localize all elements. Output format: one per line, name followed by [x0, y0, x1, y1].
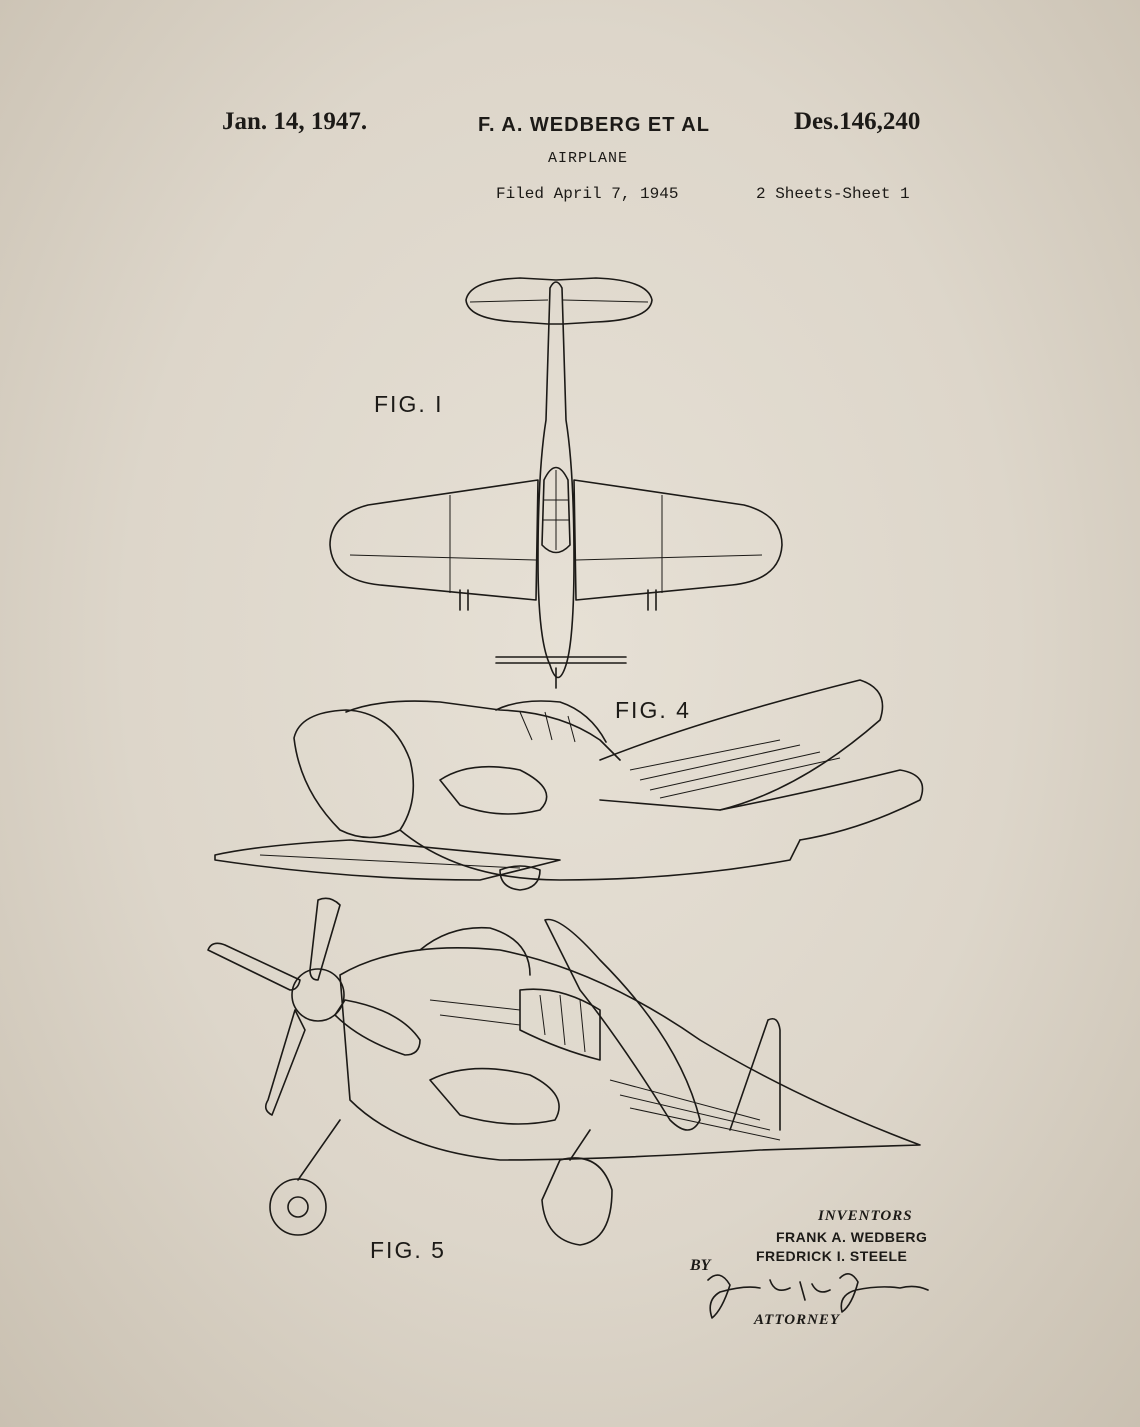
fig5-perspective-drawing	[207, 897, 921, 1246]
fig5-label: FIG. 5	[370, 1237, 446, 1263]
filed-date: Filed April 7, 1945	[496, 185, 679, 203]
fig1-top-view-drawing	[329, 277, 783, 689]
inventor-header: F. A. WEDBERG ET AL	[478, 114, 710, 136]
inventor-name-1: FRANK A. WEDBERG	[776, 1229, 928, 1245]
patent-date: Jan. 14, 1947.	[222, 108, 368, 135]
fig4-perspective-drawing	[214, 679, 924, 891]
attorney-label: ATTORNEY	[754, 1312, 841, 1328]
sheet-count: 2 Sheets-Sheet 1	[756, 185, 910, 203]
inventor-name-2: FREDRICK I. STEELE	[756, 1248, 908, 1264]
patent-title: AIRPLANE	[548, 150, 629, 167]
design-number: Des.146,240	[794, 108, 921, 135]
fig4-label: FIG. 4	[615, 697, 691, 723]
inventors-label: INVENTORS	[818, 1208, 913, 1224]
fig1-label: FIG. I	[374, 391, 444, 417]
attorney-signature-drawing	[707, 1273, 929, 1319]
by-label: BY	[690, 1257, 711, 1274]
